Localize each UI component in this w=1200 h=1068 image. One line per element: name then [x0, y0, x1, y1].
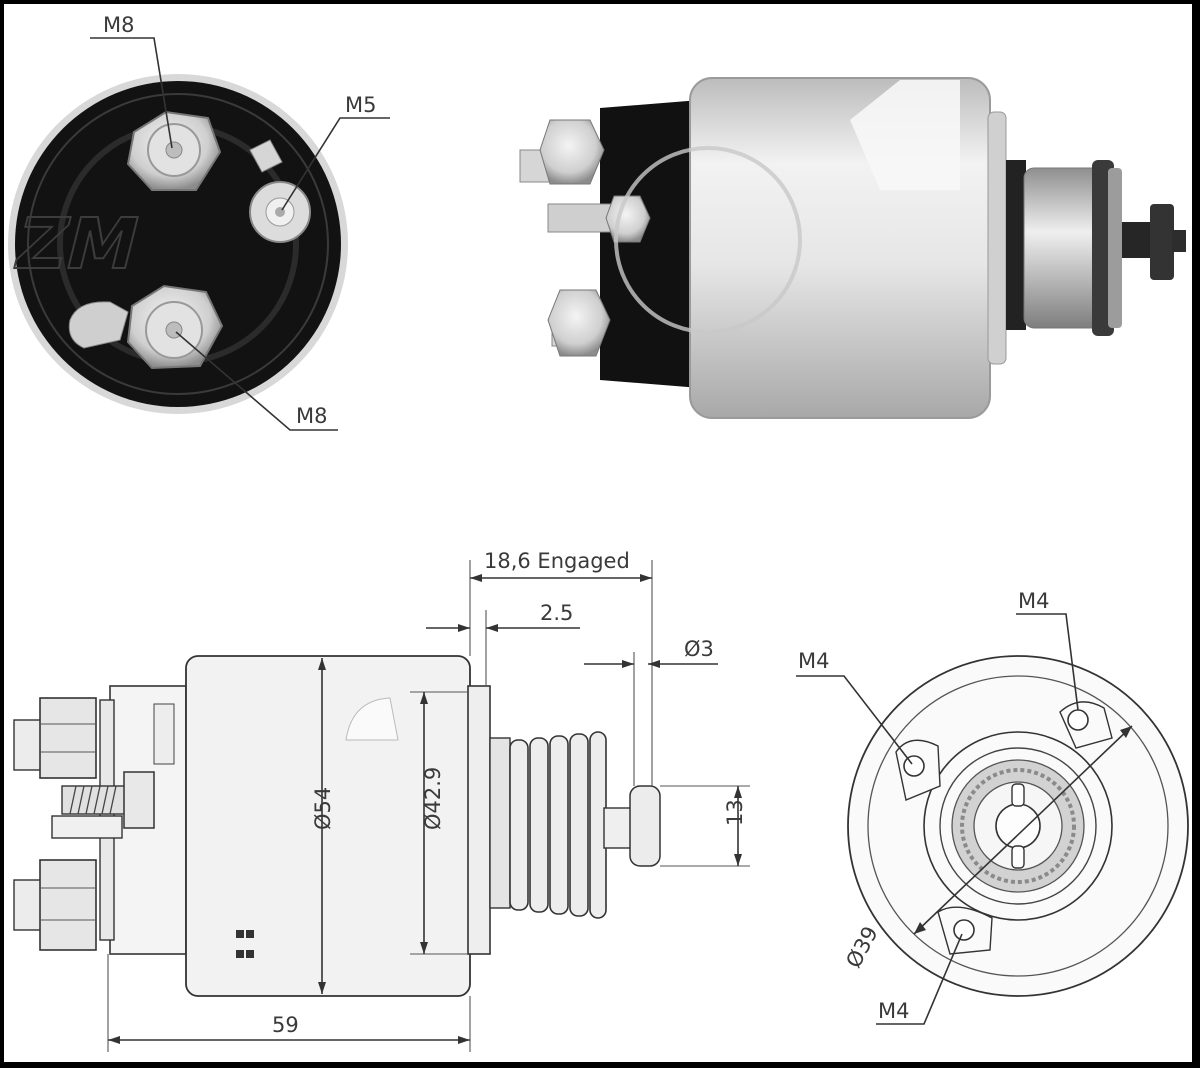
m8-upper-terminal [126, 110, 222, 191]
label-m4-left: M4 [798, 649, 829, 673]
dim-d54: Ø54 [311, 787, 335, 830]
side-view-dimensions: 18,6 Engaged 2.5 Ø3 13 [107, 549, 750, 1052]
dim-13: 13 [723, 799, 747, 826]
label-m8-upper: M8 [103, 13, 134, 37]
dim-59: 59 [272, 1013, 299, 1037]
label-m4-bottom: M4 [878, 999, 909, 1023]
end-view-callouts: M8 M5 M8 [90, 13, 390, 431]
mount-hole-top [1059, 701, 1113, 749]
dim-2-5: 2.5 [540, 601, 573, 625]
label-m4-top: M4 [1018, 589, 1049, 613]
mount-hole-left [895, 739, 941, 801]
svg-text:ZM: ZM [7, 203, 148, 285]
side-view-drawing [13, 655, 661, 997]
dim-engaged: 18,6 Engaged [484, 549, 630, 573]
side-view-photo [519, 77, 1186, 419]
return-spring [509, 731, 607, 919]
label-d39: Ø39 [841, 922, 883, 971]
label-m5: M5 [345, 93, 376, 117]
m5-terminal [249, 139, 311, 243]
end-view-photo: ZM [6, 74, 348, 414]
dim-d42-9: Ø42.9 [421, 767, 445, 830]
mount-hole-bottom [937, 906, 993, 955]
label-m8-lower: M8 [296, 404, 327, 428]
dim-d3: Ø3 [684, 637, 714, 661]
front-view-drawing [847, 655, 1189, 997]
